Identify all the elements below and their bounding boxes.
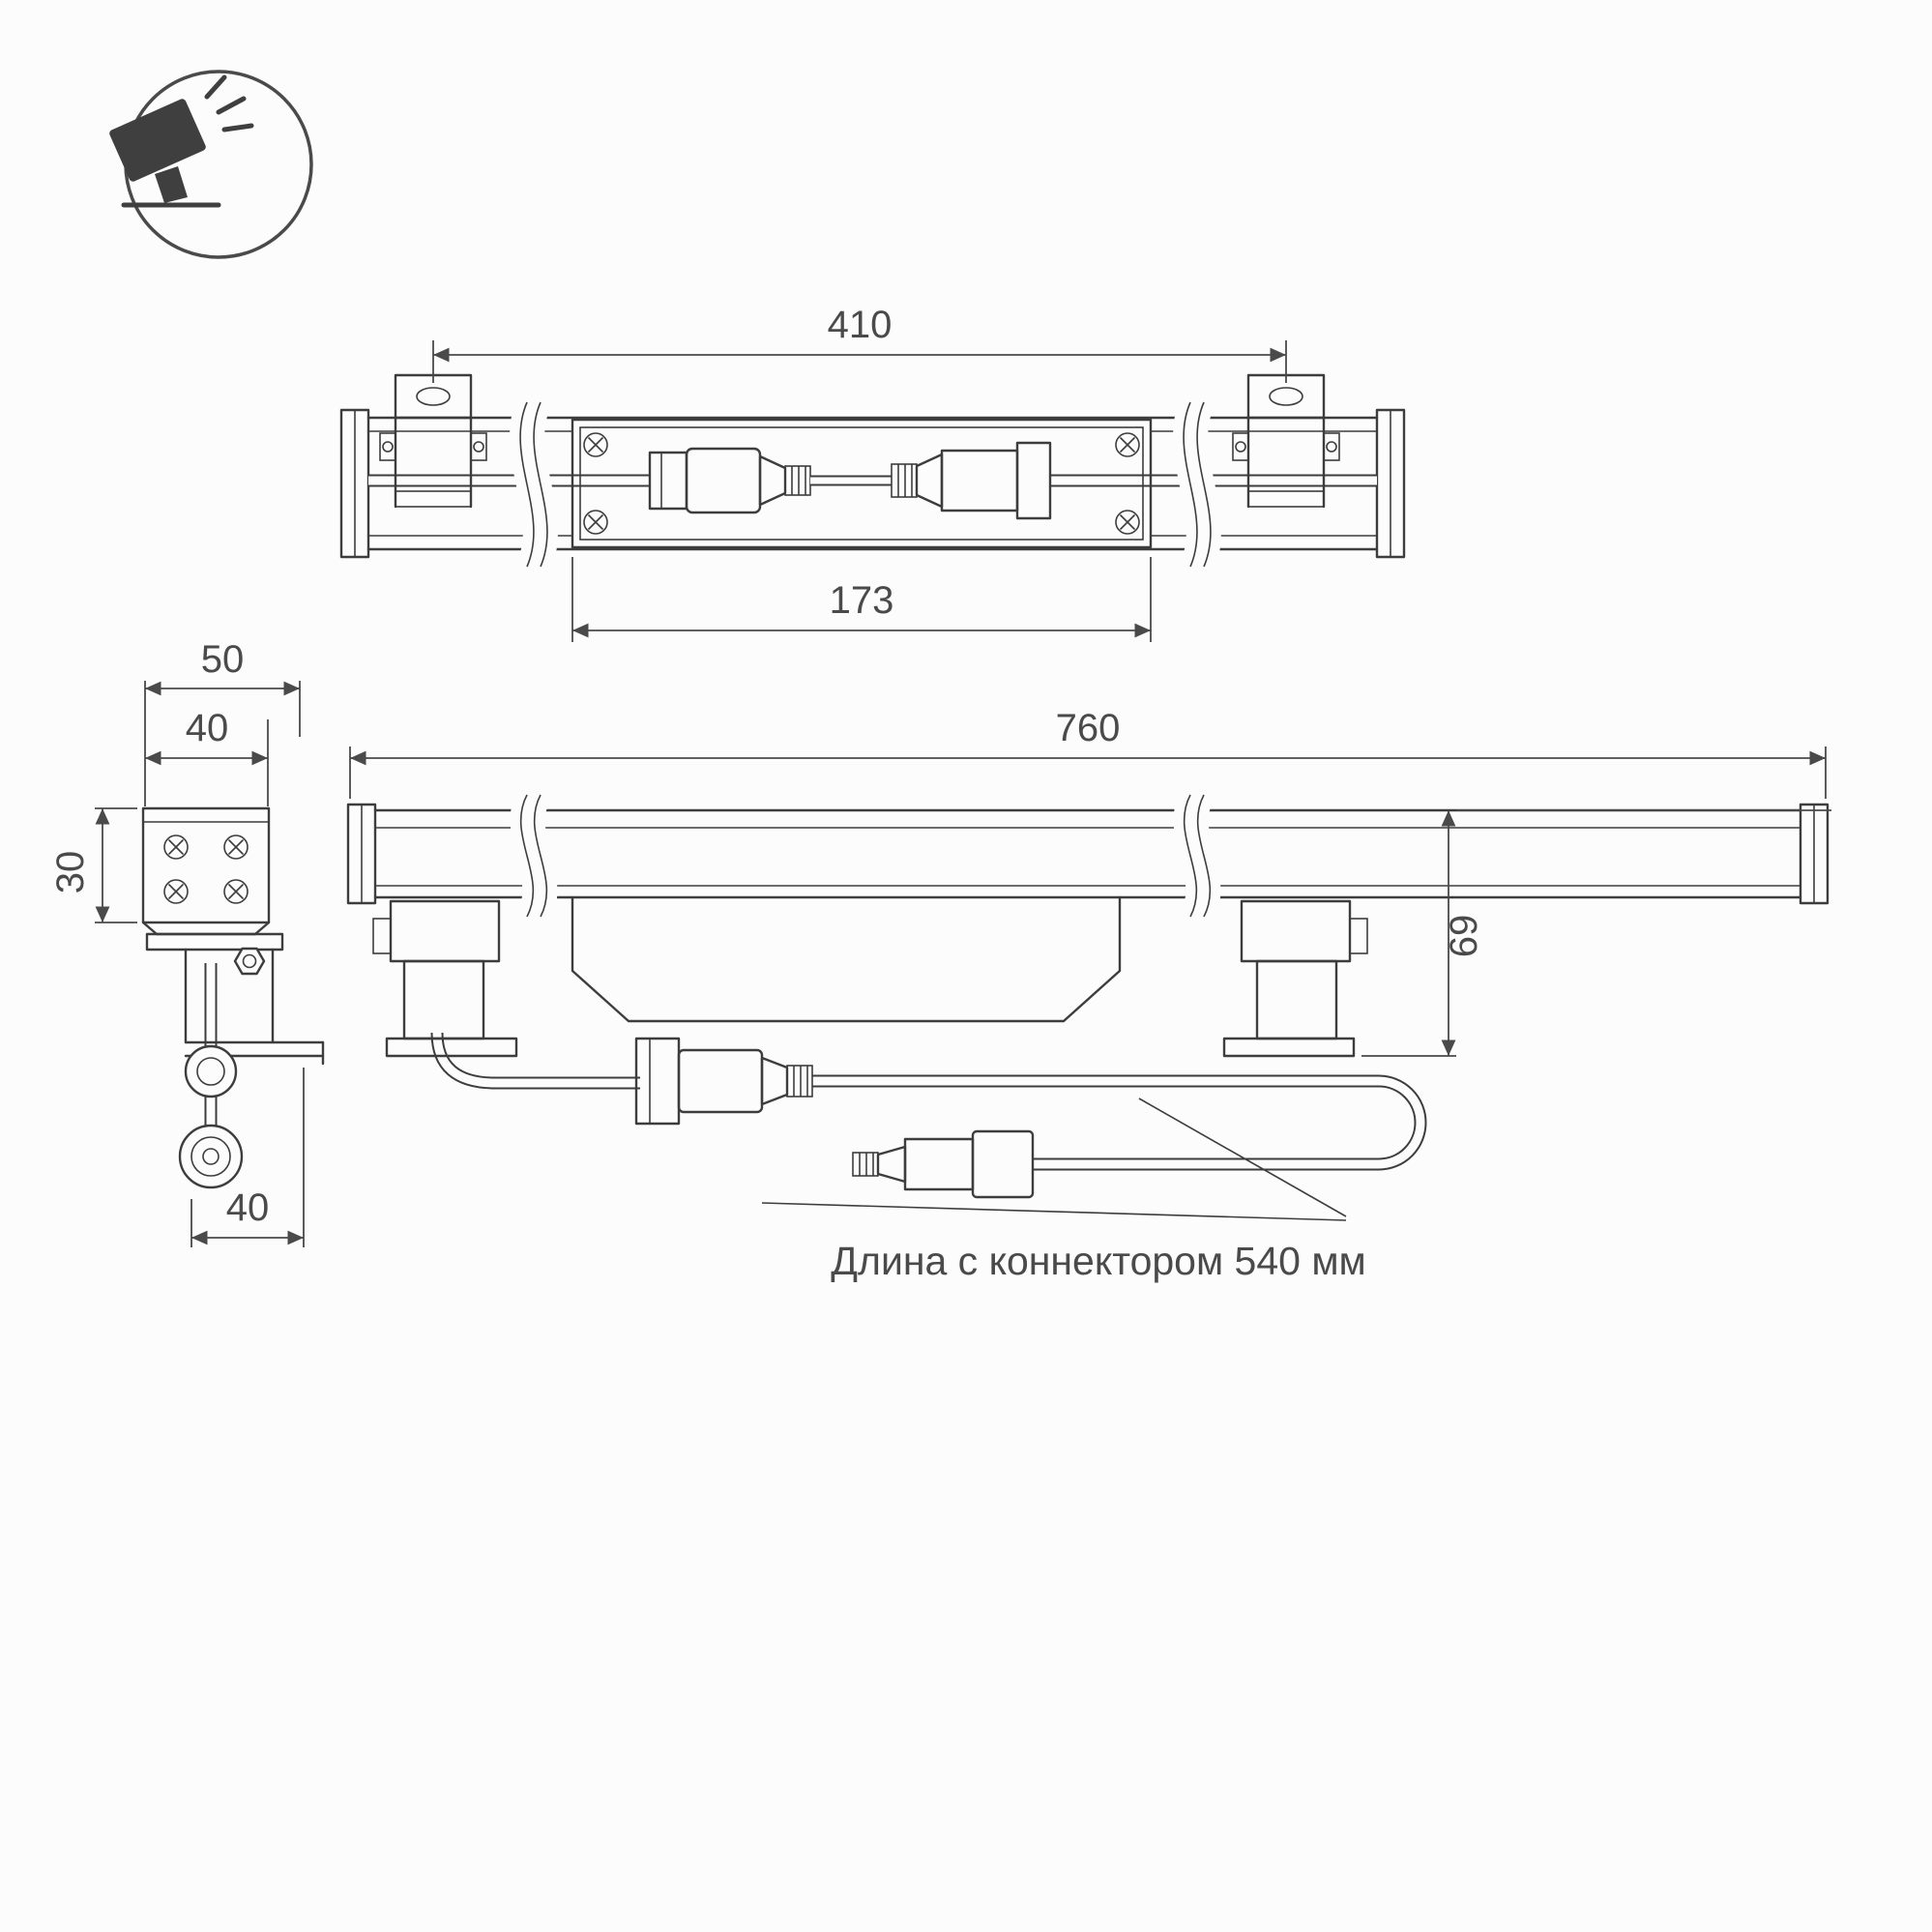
bracket-side-right xyxy=(1222,899,1368,1058)
dimension-40-bottom: 40 xyxy=(190,1068,305,1247)
top-view: 410 173 xyxy=(339,304,1406,642)
cable xyxy=(812,1074,1427,1171)
end-view-body xyxy=(141,806,271,924)
connector-length-note: Длина с коннектором 540 мм xyxy=(831,1239,1365,1283)
connector-channel xyxy=(571,418,1153,549)
break-symbol xyxy=(1173,786,1221,925)
floodlight-head xyxy=(109,99,206,182)
dimension-30: 30 xyxy=(49,807,137,923)
break-symbol xyxy=(510,786,558,925)
dimension-760: 760 xyxy=(349,707,1827,799)
connector-end-side xyxy=(852,1129,1035,1199)
screw-icon xyxy=(583,510,608,535)
leader-line xyxy=(1138,1098,1347,1217)
dimension-173: 173 xyxy=(571,557,1152,642)
connector-end-view xyxy=(178,1124,244,1189)
screw-icon xyxy=(1115,510,1140,535)
dimension-50: 50 xyxy=(144,638,301,806)
driver-housing xyxy=(571,895,1122,1023)
cable-bend xyxy=(184,1044,238,1098)
bracket-side-left xyxy=(372,899,518,1058)
break-symbol xyxy=(510,395,558,574)
screw-icon xyxy=(223,834,249,860)
screw-icon xyxy=(163,879,189,904)
bracket-top-right xyxy=(1232,373,1340,509)
bracket-plate xyxy=(145,932,284,951)
floodlight-stand xyxy=(155,166,188,203)
end-view: 50 40 30 40 xyxy=(49,638,325,1247)
dim-40-top-label: 40 xyxy=(186,707,229,749)
bracket-top-left xyxy=(379,373,487,509)
dim-760-label: 760 xyxy=(1056,707,1121,749)
screw-icon xyxy=(223,879,249,904)
dimension-69: 69 xyxy=(1361,809,1831,1057)
screw-icon xyxy=(163,834,189,860)
side-view: 760 69 xyxy=(346,707,1831,1221)
light-ray-icon xyxy=(204,74,227,100)
break-symbol xyxy=(1173,395,1221,574)
dim-30-label: 30 xyxy=(49,851,92,894)
dim-69-label: 69 xyxy=(1443,915,1485,958)
connector-pair-top xyxy=(648,441,1052,520)
dim-173-label: 173 xyxy=(830,579,894,622)
floodlight-icon xyxy=(109,70,313,259)
leader-line xyxy=(761,1202,1347,1221)
dimension-410: 410 xyxy=(432,304,1287,383)
dim-40-bottom-label: 40 xyxy=(226,1186,270,1229)
dim-410-label: 410 xyxy=(828,304,893,346)
screw-icon xyxy=(583,432,608,457)
connector-mid-side xyxy=(634,1037,813,1126)
dimension-40-top: 40 xyxy=(145,707,269,806)
adjust-knob xyxy=(233,947,266,976)
light-ray-icon xyxy=(216,96,247,115)
dim-50-label: 50 xyxy=(201,638,245,681)
light-ray-icon xyxy=(221,123,254,132)
screw-icon xyxy=(1115,432,1140,457)
